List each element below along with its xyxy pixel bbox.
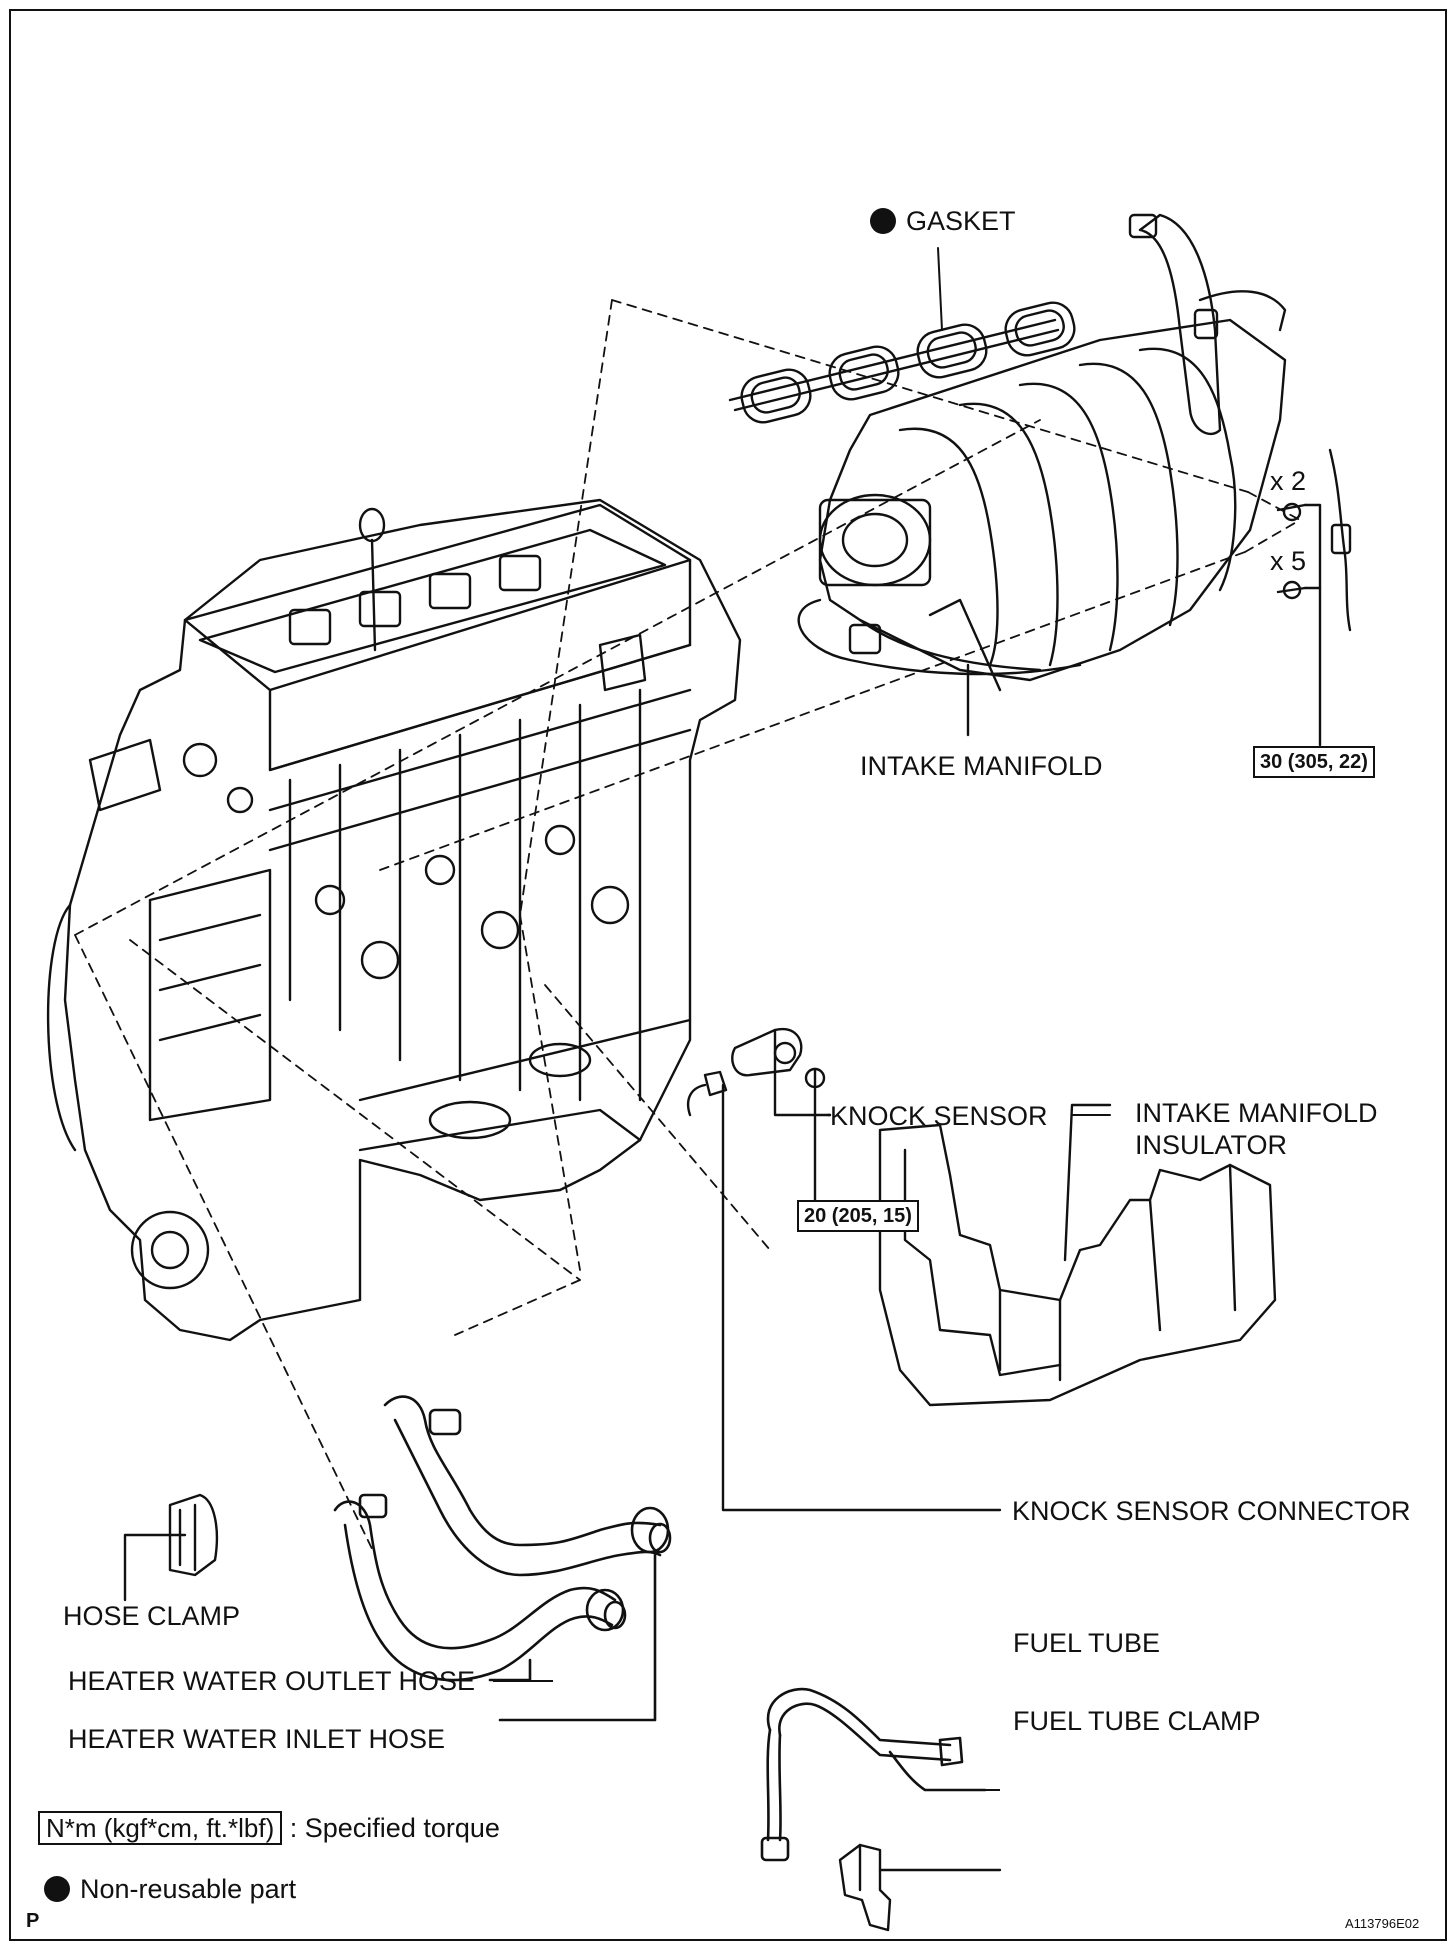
alignment-guide-lines: [74, 299, 1301, 1556]
fuel-tube-leader: [940, 1789, 1000, 1791]
knock-sensor-label: KNOCK SENSOR: [830, 1101, 1048, 1131]
knock-sensor-connector-label: KNOCK SENSOR CONNECTOR: [1012, 1496, 1411, 1526]
torque-legend-text: : Specified torque: [289, 1813, 500, 1843]
outlet-hose-leader: [493, 1680, 553, 1682]
insulator-drawing: [878, 1103, 1277, 1407]
diagram-frame: [9, 9, 1447, 1941]
label-leaders: [937, 247, 1111, 1116]
hose-clamp-drawing: [123, 1493, 219, 1602]
intake-manifold-drawing: [797, 213, 1352, 747]
hose-clamp-label: HOSE CLAMP: [63, 1601, 241, 1631]
torque-legend: N*m (kgf*cm, ft.*lbf) : Specified torque: [38, 1810, 500, 1846]
nonreusable-legend-text: Non-reusable part: [80, 1874, 297, 1904]
nonreusable-legend-icon: [44, 1876, 70, 1902]
heater-water-outlet-hose-label: HEATER WATER OUTLET HOSE: [68, 1666, 476, 1696]
engine-block-drawing: [46, 498, 742, 1342]
gasket-label: GASKET: [870, 205, 1016, 237]
fuel-tube-clamp-label: FUEL TUBE CLAMP: [1013, 1706, 1261, 1736]
fuel-tube-label: FUEL TUBE: [1013, 1628, 1161, 1658]
bolt-count-5-label: x 5: [1270, 546, 1307, 576]
torque-manifold-box: 30 (305, 22): [1253, 746, 1375, 778]
torque-knock-sensor-box: 20 (205, 15): [797, 1200, 919, 1232]
fuel-tube-drawing: [760, 1687, 987, 1862]
corner-mark-p: P: [26, 1910, 40, 1932]
gasket-drawing: [728, 301, 1076, 424]
torque-unit-box: N*m (kgf*cm, ft.*lbf): [38, 1811, 283, 1845]
intake-manifold-label: INTAKE MANIFOLD: [860, 751, 1103, 781]
nonreusable-legend: Non-reusable part: [44, 1873, 296, 1905]
bolt-count-2-label: x 2: [1270, 466, 1307, 496]
fuel-tube-clamp-drawing: [838, 1843, 1002, 1932]
knock-sensor-drawing: [686, 1027, 1002, 1512]
intake-manifold-insulator-label: INTAKE MANIFOLD INSULATOR: [1135, 1098, 1378, 1160]
figure-id: A113796E02: [1345, 1916, 1420, 1931]
nonreusable-mark-icon: [870, 208, 896, 234]
heater-water-inlet-hose-label: HEATER WATER INLET HOSE: [68, 1724, 446, 1754]
heater-hoses-drawing: [333, 1395, 672, 1722]
gasket-label-text: GASKET: [906, 206, 1016, 236]
